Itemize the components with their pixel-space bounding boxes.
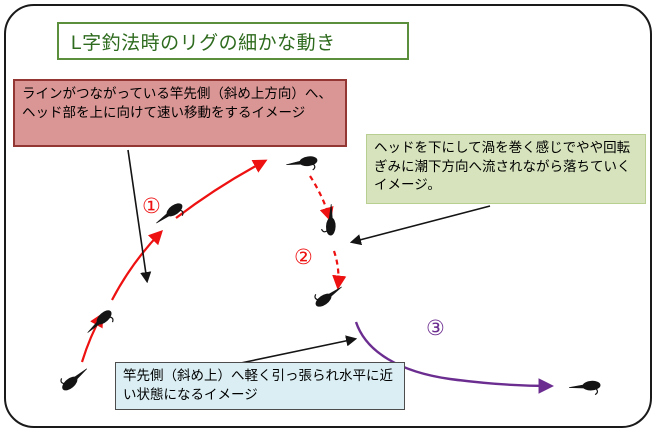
phase2-fall-arrow-segment-1 — [309, 175, 334, 222]
callout-fall-text: ヘッドを下にして渦を巻く感じでやや回転ぎみに潮下方向へ流されながら落ちていくイメ… — [374, 140, 631, 193]
callout-rise-text: ラインがつながっている竿先側（斜め上方向）へ、ヘッド部を上に向けて速い移動をする… — [22, 86, 332, 120]
pointer-arrow-from-rise-callout — [127, 149, 152, 284]
jig-icon-rising-low — [83, 307, 118, 340]
callout-fall-phase: ヘッドを下にして渦を巻く感じでやや回転ぎみに潮下方向へ流されながら落ちていくイメ… — [366, 134, 646, 204]
callout-horizontal-phase: 竿先側（斜め上）へ軽く引っ張られ水平に近い状態になるイメージ — [115, 362, 405, 410]
callout-horizontal-text: 竿先側（斜め上）へ軽く引っ張られ水平に近い状態になるイメージ — [123, 368, 393, 402]
step-3-label: ③ — [426, 317, 445, 340]
jig-icon-apex — [284, 155, 319, 175]
pointer-arrow-from-fall-callout — [349, 205, 491, 246]
jig-icon-falling — [310, 279, 345, 310]
jig-icon-start — [56, 361, 91, 393]
jig-icon-head-down — [320, 203, 337, 236]
jig-icon-end — [568, 380, 602, 397]
callout-rise-phase: ラインがつながっている竿先側（斜め上方向）へ、ヘッド部を上に向けて速い移動をする… — [13, 79, 347, 147]
phase1-rise-arrow-segment-2 — [111, 229, 163, 301]
phase2-fall-arrow-segment-2 — [332, 250, 347, 290]
step-1-label: ① — [142, 195, 161, 218]
step-2-label: ② — [294, 246, 313, 269]
title-box: L字釣法時のリグの細かな動き — [57, 22, 409, 60]
page-title: L字釣法時のリグの細かな動き — [71, 32, 336, 54]
pointer-arrow-from-horizontal-callout — [235, 335, 358, 365]
phase3-glide-arrow — [354, 321, 555, 394]
phase1-rise-arrow-segment-3 — [175, 159, 268, 219]
